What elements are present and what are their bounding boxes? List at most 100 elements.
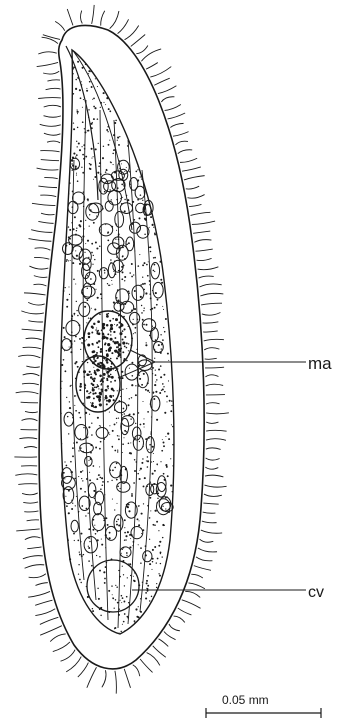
stipple-dot — [138, 520, 139, 521]
stipple-dot — [134, 219, 136, 221]
stipple-dot — [145, 554, 147, 556]
stipple-dot — [108, 144, 110, 146]
stipple-dot — [137, 319, 138, 320]
stipple-dot — [114, 608, 115, 609]
stipple-dot — [83, 191, 85, 193]
stipple-dot — [96, 216, 97, 217]
chromatin-granule — [88, 336, 90, 338]
stipple-dot — [130, 452, 131, 453]
stipple-dot — [93, 98, 95, 100]
stipple-dot — [155, 381, 156, 382]
stipple-dot — [79, 551, 80, 552]
chromatin-granule — [102, 367, 104, 369]
stipple-dot — [102, 157, 104, 159]
stipple-dot — [69, 401, 70, 402]
stipple-dot — [135, 394, 137, 396]
cilium — [29, 239, 52, 242]
chromatin-granule — [92, 361, 95, 364]
stipple-dot — [109, 425, 110, 426]
stipple-dot — [163, 309, 164, 310]
stipple-dot — [80, 488, 82, 490]
stipple-dot — [92, 608, 93, 609]
chromatin-granule — [86, 390, 88, 392]
chromatin-granule — [114, 380, 116, 382]
stipple-dot — [154, 264, 156, 266]
stipple-dot — [99, 448, 101, 450]
chromatin-granule — [94, 371, 97, 374]
cilium — [55, 21, 65, 30]
stipple-dot — [93, 465, 95, 467]
food-vacuole — [64, 412, 74, 426]
stipple-dot — [112, 284, 113, 285]
chromatin-granule — [112, 341, 114, 343]
chromatin-granule — [99, 375, 102, 378]
stipple-dot — [70, 385, 71, 386]
stipple-dot — [101, 544, 103, 546]
stipple-dot — [150, 297, 152, 299]
stipple-dot — [117, 140, 118, 141]
stipple-dot — [135, 327, 137, 329]
stipple-dot — [165, 318, 167, 320]
chromatin-granule — [98, 346, 100, 348]
stipple-dot — [121, 371, 123, 373]
chromatin-granule — [106, 337, 109, 340]
stipple-dot — [61, 381, 62, 382]
stipple-dot — [64, 461, 65, 462]
stipple-dot — [163, 374, 165, 376]
stipple-dot — [97, 531, 98, 532]
stipple-dot — [82, 235, 84, 237]
stipple-dot — [140, 296, 142, 298]
cilium — [206, 448, 221, 450]
stipple-dot — [78, 224, 80, 226]
stipple-dot — [84, 131, 86, 133]
stipple-dot — [85, 412, 87, 414]
cilium — [140, 659, 152, 672]
stipple-dot — [130, 418, 131, 419]
stipple-dot — [76, 228, 77, 229]
stipple-dot — [164, 391, 166, 393]
chromatin-granule — [101, 389, 103, 391]
stipple-dot — [111, 199, 112, 200]
cilium — [47, 141, 60, 143]
stipple-dot — [104, 191, 106, 193]
stipple-dot — [98, 166, 100, 168]
stipple-dot — [109, 532, 111, 534]
cilium — [38, 98, 61, 99]
cilium — [158, 86, 176, 94]
stipple-dot — [147, 505, 149, 507]
stipple-dot — [108, 590, 110, 592]
stipple-dot — [76, 175, 77, 176]
stipple-dot — [151, 596, 152, 597]
stipple-dot — [145, 545, 147, 547]
stipple-dot — [150, 482, 151, 483]
cilium — [102, 670, 106, 687]
cilium — [80, 11, 82, 24]
stipple-dot — [156, 463, 158, 465]
stipple-dot — [112, 447, 113, 448]
stipple-dot — [86, 90, 88, 92]
stipple-dot — [163, 386, 164, 387]
stipple-dot — [137, 169, 138, 170]
stipple-dot — [83, 554, 84, 555]
stipple-dot — [117, 503, 118, 504]
stipple-dot — [146, 264, 148, 266]
stipple-dot — [171, 400, 172, 401]
cilium — [29, 266, 48, 269]
stipple-dot — [166, 395, 168, 397]
cilium — [16, 392, 39, 394]
stipple-dot — [108, 108, 110, 110]
stipple-dot — [145, 344, 147, 346]
chromatin-granule — [93, 397, 95, 399]
stipple-dot — [87, 288, 88, 289]
stipple-dot — [81, 146, 82, 147]
stipple-dot — [124, 532, 126, 534]
cilium — [27, 520, 39, 521]
stipple-dot — [146, 582, 148, 584]
stipple-dot — [128, 602, 129, 603]
stipple-dot — [85, 515, 86, 516]
stipple-dot — [116, 422, 117, 423]
stipple-dot — [116, 524, 118, 526]
stipple-dot — [79, 263, 81, 265]
stipple-dot — [84, 306, 86, 308]
cilium — [35, 600, 52, 605]
